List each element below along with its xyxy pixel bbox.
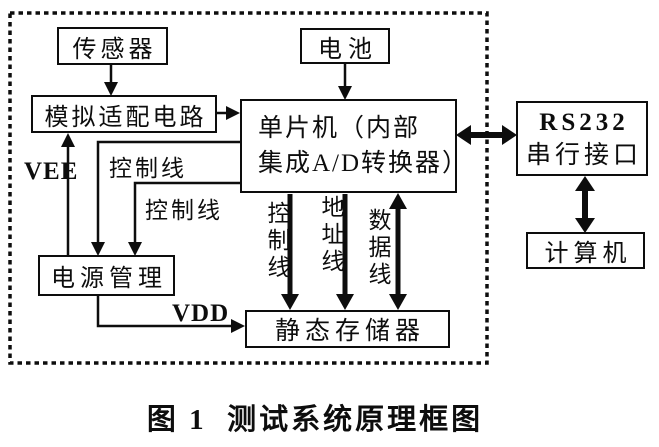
data-bus-label: 数据线: [365, 208, 390, 289]
mcu-rs232-bidirectional-arrow: [456, 125, 517, 145]
control-line-label-1: 控制线: [109, 156, 187, 181]
rs232-box: RS232 串行接口: [516, 101, 648, 176]
computer-box: 计算机: [526, 232, 645, 269]
mcu-sram-data-bus-arrow: [389, 193, 407, 310]
vdd-label: VDD: [172, 300, 230, 327]
mcu-to-sram-control-bus-arrow: [281, 194, 299, 310]
sram-box: 静态存储器: [245, 310, 450, 348]
mcu-to-power-control-arrow-1: [91, 140, 240, 256]
system-boundary-dashed-border: [8, 11, 489, 365]
vee-label: VEE: [24, 158, 79, 185]
control-bus-label: 控制线: [264, 201, 289, 282]
power-mgmt-box: 电源管理: [38, 255, 175, 296]
mcu-box-line2: 集成A/D转换器）: [258, 150, 470, 177]
rs232-box-line2: 串行接口: [525, 141, 642, 169]
sensor-to-analog-arrow: [104, 65, 118, 96]
figure-caption: 图 1 测试系统原理框图: [146, 404, 484, 436]
power-to-analog-vee-arrow: [61, 133, 75, 255]
address-bus-label: 地址线: [318, 195, 343, 276]
mcu-box-line1: 单片机（内部: [258, 115, 421, 142]
rs232-box-line1: RS232: [539, 108, 629, 136]
mcu-to-sram-address-bus-arrow: [336, 194, 354, 310]
control-line-label-2: 控制线: [145, 198, 223, 223]
battery-box: 电池: [300, 28, 390, 64]
sensor-box: 传感器: [57, 27, 168, 65]
mcu-box: 单片机（内部 集成A/D转换器）: [240, 99, 467, 193]
analog-to-mcu-arrow: [217, 106, 240, 120]
rs232-computer-bidirectional-arrow: [575, 176, 595, 233]
analog-adapter-box: 模拟适配电路: [31, 95, 217, 133]
mcu-to-power-control-arrow-2: [128, 181, 240, 256]
battery-to-mcu-arrow: [338, 63, 352, 100]
power-to-sram-vdd-arrow: [96, 296, 245, 333]
